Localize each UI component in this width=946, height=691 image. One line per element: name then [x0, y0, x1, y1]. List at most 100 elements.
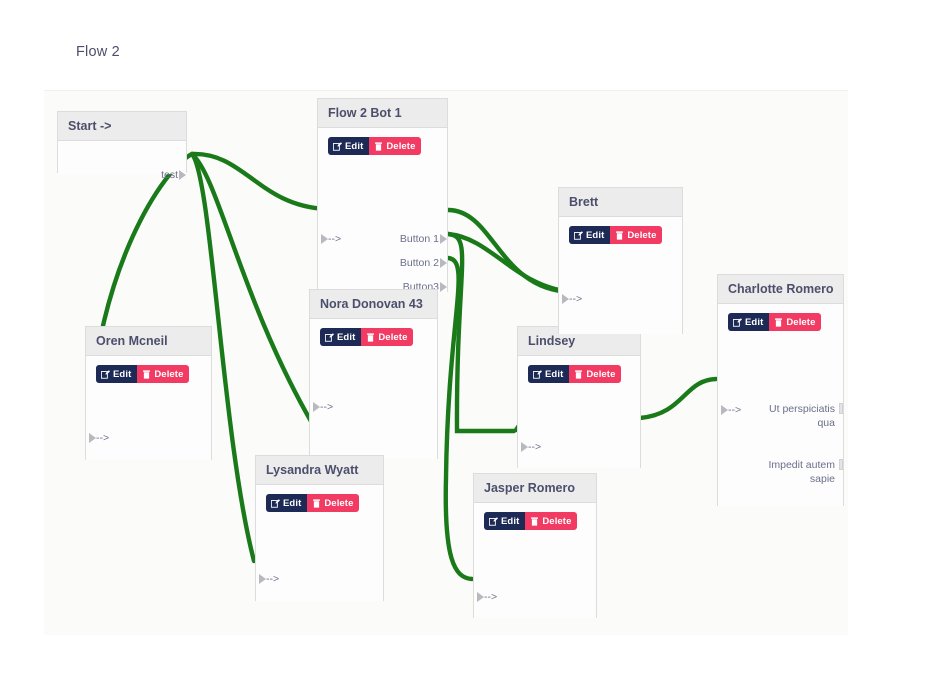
delete-button[interactable]: Delete: [307, 494, 360, 512]
node-body: Edit Delete --> Ut perspiciatis: [718, 304, 843, 506]
edit-button[interactable]: Edit: [528, 365, 570, 383]
delete-button[interactable]: Delete: [361, 328, 414, 346]
port-marker-icon: [440, 234, 447, 244]
edit-button[interactable]: Edit: [266, 494, 308, 512]
edge-button2-to-lindsey: [445, 231, 517, 434]
delete-button[interactable]: Delete: [369, 137, 422, 155]
node-title: Brett: [559, 188, 682, 217]
edit-button[interactable]: Edit: [728, 313, 770, 331]
delete-label: Delete: [542, 515, 572, 527]
edit-label: Edit: [113, 368, 132, 380]
trash-icon: [313, 498, 321, 508]
node-title: Flow 2 Bot 1: [318, 99, 447, 128]
edit-button[interactable]: Edit: [96, 365, 138, 383]
port-in[interactable]: -->: [477, 591, 497, 603]
delete-label: Delete: [586, 368, 616, 380]
port-marker-icon: [321, 234, 328, 244]
node-actions: Edit Delete: [569, 226, 663, 244]
delete-label: Delete: [627, 229, 657, 241]
port-out-button-1[interactable]: Button 1: [400, 233, 447, 245]
port-marker-icon: [477, 592, 484, 602]
port-out-button-2[interactable]: Button 2: [400, 257, 447, 269]
port-out-label-2[interactable]: Impedit autem sapie: [749, 458, 843, 486]
port-marker-icon: [839, 403, 843, 414]
node-brett[interactable]: Brett Edit Dele: [558, 187, 683, 334]
node-actions: Edit Delete: [96, 365, 190, 383]
delete-label: Delete: [154, 368, 184, 380]
edit-icon: [489, 516, 498, 526]
node-actions: Edit Delete: [728, 313, 822, 331]
delete-button[interactable]: Delete: [769, 313, 822, 331]
edit-label: Edit: [337, 331, 356, 343]
node-body: Edit Delete -->: [256, 485, 383, 601]
node-title: Oren Mcneil: [86, 327, 211, 356]
port-in[interactable]: -->: [721, 404, 741, 416]
port-out-test[interactable]: test: [161, 169, 186, 181]
node-flow2bot1[interactable]: Flow 2 Bot 1 Edit: [317, 98, 448, 293]
trash-icon: [775, 317, 783, 327]
edit-icon: [733, 317, 742, 327]
node-lindsey[interactable]: Lindsey Edit De: [517, 326, 641, 468]
edge-start-to-flow2bot1: [189, 151, 329, 212]
node-body: Edit Delete -->: [310, 319, 437, 459]
port-marker-icon: [521, 442, 528, 452]
edit-icon: [333, 141, 342, 151]
port-marker-icon: [89, 433, 96, 443]
node-body: Edit Delete -->: [474, 503, 596, 618]
port-in[interactable]: -->: [521, 441, 541, 453]
port-in[interactable]: -->: [321, 233, 341, 245]
edit-label: Edit: [345, 140, 364, 152]
node-title: Start ->: [58, 112, 186, 141]
delete-button[interactable]: Delete: [610, 226, 663, 244]
node-title: Lysandra Wyatt: [256, 456, 383, 485]
node-body: Edit Delete -->: [518, 356, 640, 468]
node-body: Edit Delete -->: [559, 217, 682, 334]
edit-icon: [101, 369, 110, 379]
port-marker-icon: [440, 258, 447, 268]
node-nora-donovan[interactable]: Nora Donovan 43 Edit: [309, 289, 438, 459]
node-lysandra-wyatt[interactable]: Lysandra Wyatt Edit: [255, 455, 384, 601]
edit-label: Edit: [745, 316, 764, 328]
port-marker-icon: [179, 170, 186, 180]
delete-label: Delete: [386, 140, 416, 152]
node-actions: Edit Delete: [266, 494, 360, 512]
delete-button[interactable]: Delete: [137, 365, 190, 383]
trash-icon: [531, 516, 539, 526]
node-oren-mcneil[interactable]: Oren Mcneil Edit: [85, 326, 212, 460]
canvas-header: Flow 2: [44, 18, 848, 91]
edit-label: Edit: [545, 368, 564, 380]
port-in[interactable]: -->: [313, 401, 333, 413]
trash-icon: [616, 230, 624, 240]
trash-icon: [375, 141, 383, 151]
node-title: Lindsey: [518, 327, 640, 356]
edge-lindsey-to-charlotte: [637, 376, 719, 421]
port-in[interactable]: -->: [562, 293, 582, 305]
edit-button[interactable]: Edit: [328, 137, 370, 155]
edit-icon: [574, 230, 583, 240]
page-title: Flow 2: [76, 44, 120, 60]
edit-label: Edit: [283, 497, 302, 509]
node-title: Nora Donovan 43: [310, 290, 437, 319]
node-actions: Edit Delete: [328, 137, 422, 155]
port-marker-icon: [839, 459, 843, 470]
delete-button[interactable]: Delete: [569, 365, 622, 383]
port-in[interactable]: -->: [89, 432, 109, 444]
trash-icon: [575, 369, 583, 379]
node-jasper-romero[interactable]: Jasper Romero Edit: [473, 473, 597, 618]
edge-button3-to-jasper: [443, 255, 475, 582]
edit-icon: [271, 498, 280, 508]
delete-button[interactable]: Delete: [525, 512, 578, 530]
edge-button2-to-brett: [445, 231, 574, 295]
delete-label: Delete: [786, 316, 816, 328]
edit-button[interactable]: Edit: [320, 328, 362, 346]
flow-canvas[interactable]: Flow 2 Start -: [44, 18, 848, 635]
edit-button[interactable]: Edit: [484, 512, 526, 530]
node-charlotte-romero[interactable]: Charlotte Romero Edit: [717, 274, 844, 506]
node-actions: Edit Delete: [528, 365, 622, 383]
edit-icon: [325, 332, 334, 342]
delete-label: Delete: [378, 331, 408, 343]
edit-button[interactable]: Edit: [569, 226, 611, 244]
port-in[interactable]: -->: [259, 573, 279, 585]
port-out-label-1[interactable]: Ut perspiciatis qua: [749, 402, 843, 430]
node-start[interactable]: Start -> test: [57, 111, 187, 181]
